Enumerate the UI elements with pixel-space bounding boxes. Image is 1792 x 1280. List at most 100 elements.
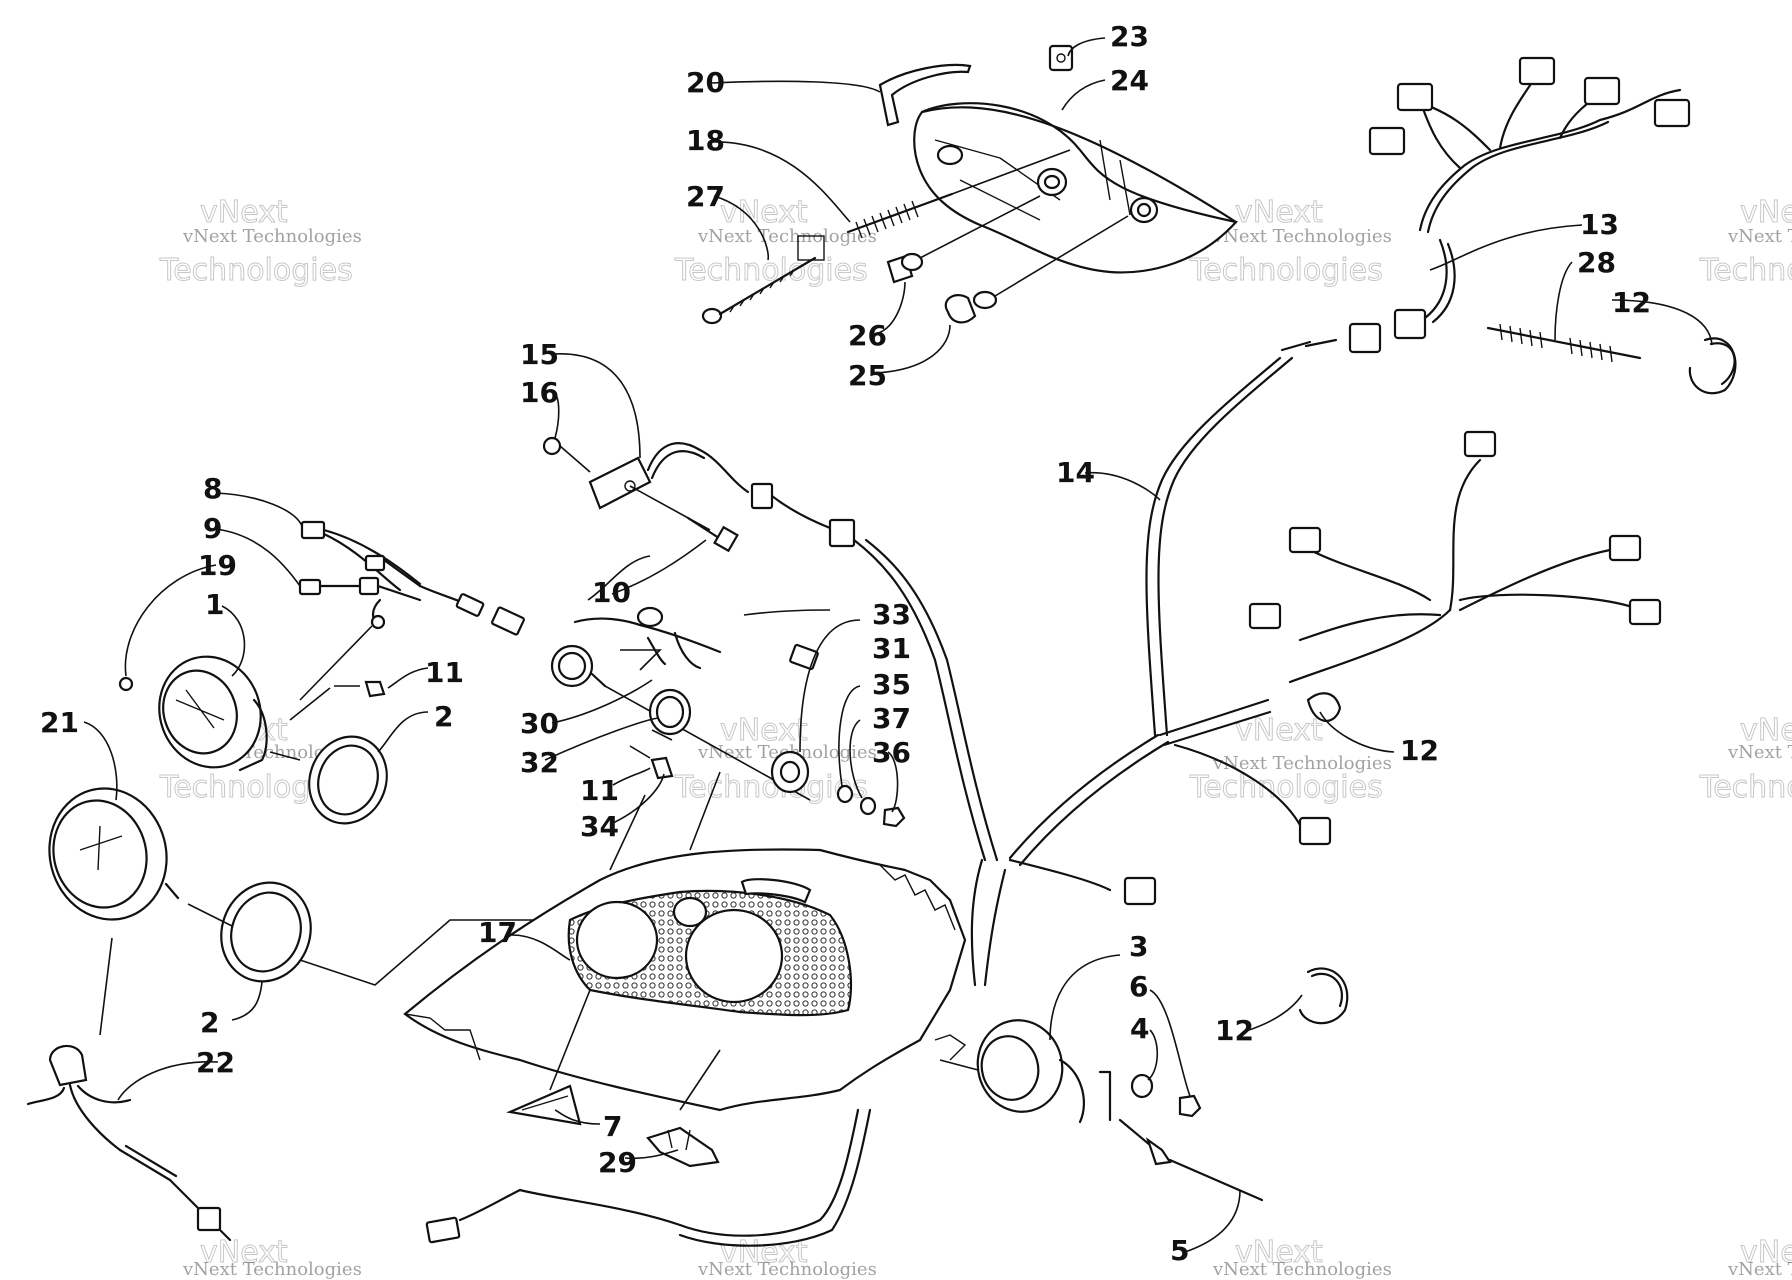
callout-13: 13 <box>1580 208 1619 241</box>
callout-35: 35 <box>872 668 911 701</box>
callout-20: 20 <box>686 66 725 99</box>
watermark-big-second: Technologies <box>1189 253 1383 288</box>
choke-cable-5 <box>1118 1118 1264 1202</box>
grommet-31 <box>770 750 810 794</box>
callout-24: 24 <box>1110 64 1149 97</box>
bezel-2-upper <box>308 735 388 825</box>
callout-2: 2 <box>200 1006 219 1039</box>
callout-21: 21 <box>40 706 79 739</box>
callout-4: 4 <box>1130 1012 1149 1045</box>
callout-labels: 1 2 2 3 4 5 6 7 8 9 10 11 11 12 12 12 13… <box>40 20 1651 1267</box>
watermark-big-second: Technologies <box>1189 770 1383 805</box>
clamp-12-lower <box>1298 967 1349 1025</box>
watermark-big-second: Technologies <box>1699 770 1792 805</box>
adjuster-screw <box>701 235 825 325</box>
callout-32: 32 <box>520 746 559 779</box>
headlight-assembly <box>913 102 1239 274</box>
watermark-big-first: vNext <box>720 1235 808 1270</box>
callout-7: 7 <box>603 1110 622 1143</box>
watermark-company: vNext Technologies <box>182 226 362 247</box>
callout-27: 27 <box>686 180 725 213</box>
spring-28 <box>1486 323 1642 363</box>
callout-18: 18 <box>686 124 725 157</box>
bezel-2-lower <box>220 881 312 983</box>
bulb-26 <box>886 195 1041 284</box>
callout-19: 19 <box>198 549 237 582</box>
callout-37: 37 <box>872 702 911 735</box>
nut-36 <box>882 806 906 828</box>
callout-2: 2 <box>434 700 453 733</box>
callout-6: 6 <box>1129 970 1148 1003</box>
watermark-big-first: vNext <box>720 713 808 748</box>
callout-10: 10 <box>592 576 631 609</box>
watermarks: vNext Technologies vNext Technologies vN… <box>159 195 1792 1280</box>
callout-28: 28 <box>1577 246 1616 279</box>
watermark-big-first: vNext <box>1235 195 1323 230</box>
callout-29: 29 <box>598 1146 637 1179</box>
clamp-12-mid <box>1306 692 1342 722</box>
clamp-12-upper <box>1688 337 1737 395</box>
watermark-company: vNext Technologies <box>697 1259 877 1280</box>
gauge-1 <box>118 655 301 772</box>
watermark: vNext Technologies vNext Technologies <box>1699 713 1792 806</box>
watermark-big-first: vNext <box>1740 195 1792 230</box>
gauge-21 <box>48 787 570 1036</box>
watermark-company: vNext Technologies <box>182 1259 362 1280</box>
harness-upper <box>1145 56 1691 737</box>
callout-11: 11 <box>580 774 619 807</box>
watermark-big-first: vNext <box>720 195 808 230</box>
callout-12: 12 <box>1215 1014 1254 1047</box>
callout-11: 11 <box>425 656 464 689</box>
bulb-11-lower <box>629 745 674 780</box>
callout-36: 36 <box>872 736 911 769</box>
callout-16: 16 <box>520 376 559 409</box>
nut-6 <box>1178 1094 1202 1118</box>
washer-35 <box>836 784 854 804</box>
leader-lines <box>83 37 1713 1253</box>
watermark-company: vNext Technologies <box>1212 1259 1392 1280</box>
callout-1: 1 <box>205 588 224 621</box>
watermark: vNext Technologies vNext Technologies <box>159 195 362 289</box>
callout-5: 5 <box>1170 1234 1189 1267</box>
callout-26: 26 <box>848 319 887 352</box>
dash-panel <box>403 771 967 1112</box>
watermark: vNext Technologies vNext Technologies <box>1699 195 1792 289</box>
headlight-bracket <box>878 63 972 127</box>
harness-8-9 <box>298 520 525 701</box>
callout-30: 30 <box>520 707 559 740</box>
watermark-company: vNext Technologies <box>1727 1259 1792 1280</box>
callout-23: 23 <box>1110 20 1149 53</box>
voltage-regulator <box>542 436 999 862</box>
watermark-big-second: Technologies <box>159 253 353 288</box>
washer-37 <box>859 796 877 816</box>
callout-15: 15 <box>520 338 559 371</box>
watermark-company: vNext Technologies <box>1212 226 1392 247</box>
watermark-big-first: vNext <box>200 195 288 230</box>
ring-32 <box>648 688 692 736</box>
watermark-big-first: vNext <box>200 1235 288 1270</box>
indicator-30 <box>550 606 819 801</box>
bolt-10 <box>686 516 739 553</box>
decal-29 <box>646 1126 720 1168</box>
bulb-11-upper <box>289 680 386 721</box>
watermark-company: vNext Technologies <box>697 226 877 247</box>
watermark-company: vNext Technologies <box>1727 742 1792 763</box>
washer-4 <box>1130 1073 1154 1099</box>
callout-12: 12 <box>1612 286 1651 319</box>
callout-3: 3 <box>1129 930 1148 963</box>
watermark-big-second: Technologies <box>674 770 868 805</box>
watermark: vNext vNext Technologies <box>1212 1235 1392 1280</box>
watermark-big-second: Technologies <box>1699 253 1792 288</box>
bulb-25 <box>944 215 1129 324</box>
callout-9: 9 <box>203 512 222 545</box>
watermark: vNext vNext Technologies <box>697 1235 877 1280</box>
watermark-company: vNext Technologies <box>1727 226 1792 247</box>
bulb-socket-22 <box>26 1044 232 1242</box>
main-harness <box>970 430 1662 987</box>
watermark: vNext vNext Technologies <box>182 1235 362 1280</box>
lower-harness <box>425 1108 872 1247</box>
watermark: vNext vNext Technologies <box>1727 1235 1792 1280</box>
switch-housing-3 <box>939 1019 1112 1124</box>
callout-34: 34 <box>580 810 619 843</box>
